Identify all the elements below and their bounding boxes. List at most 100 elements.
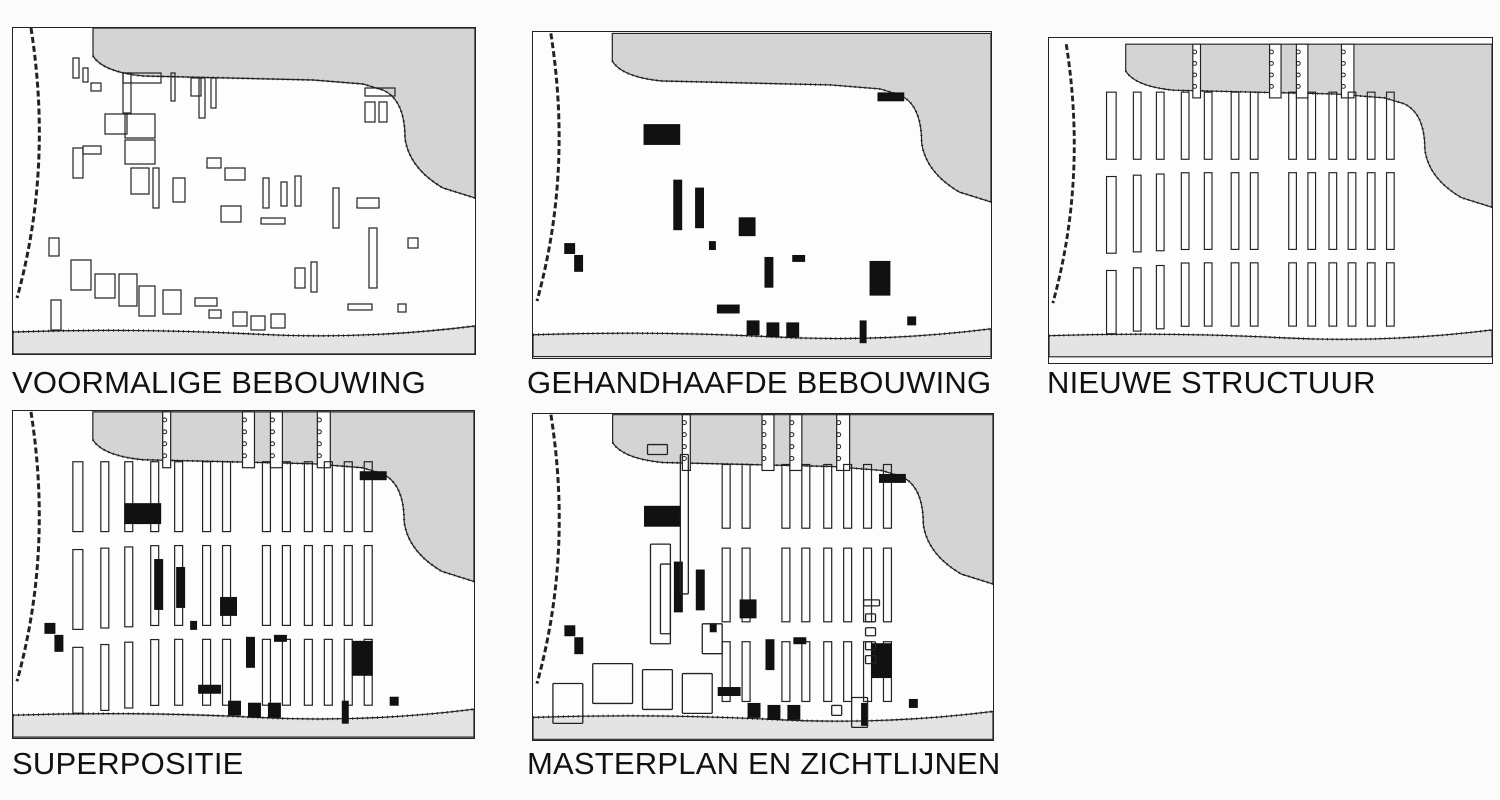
embankment-hatch (13, 324, 475, 338)
retained-building (787, 704, 801, 720)
former-building (262, 177, 270, 209)
grid-block (343, 544, 353, 626)
retained-building (765, 639, 775, 671)
caption-gehandhaafde: GEHANDHAAFDE BEBOUWING (527, 365, 992, 400)
grid-block (741, 641, 751, 703)
grid-block (261, 461, 272, 533)
retained-building (871, 643, 892, 679)
grid-block (1288, 172, 1297, 250)
grid-block (1385, 262, 1395, 327)
former-building (162, 289, 182, 315)
grid-block (843, 641, 853, 703)
caption-masterplan: MASTERPLAN EN ZICHTLIJNEN (527, 746, 1001, 781)
grid-block (781, 463, 791, 529)
mooring-post (269, 417, 275, 423)
mooring-post (1192, 49, 1198, 55)
grid-block (741, 547, 751, 623)
grid-block (281, 544, 291, 626)
masterplan-building (831, 704, 843, 717)
masterplan-building (864, 641, 877, 651)
mooring-post (316, 417, 322, 423)
retained-building (716, 304, 740, 314)
grid-block (1180, 262, 1190, 327)
mooring-post (681, 456, 687, 462)
retained-building (267, 702, 281, 718)
retained-building (574, 637, 584, 655)
grid-block (1132, 91, 1142, 160)
masterplan-building (679, 453, 689, 595)
grid-block (1328, 262, 1338, 327)
retained-building (764, 256, 774, 288)
grid-block (303, 638, 313, 706)
retained-building (247, 702, 261, 718)
grid-block (1132, 174, 1142, 253)
grid-block (1249, 91, 1259, 160)
mooring-post (1340, 72, 1346, 78)
former-building (378, 101, 388, 123)
former-building (82, 67, 89, 83)
map-nieuwe (1049, 43, 1492, 358)
railway-line (15, 28, 41, 299)
retained-building (767, 704, 781, 720)
mooring-post (681, 444, 687, 450)
mooring-post (1340, 49, 1346, 55)
former-building (72, 57, 80, 79)
canal-3 (1340, 43, 1355, 99)
retained-building (708, 241, 716, 251)
former-building (152, 167, 160, 209)
grid-block (100, 461, 110, 533)
retained-building (44, 622, 56, 634)
former-building (364, 101, 376, 123)
grid-block (1307, 262, 1317, 327)
mooring-post (162, 441, 168, 447)
masterplan-building (646, 443, 669, 456)
grid-block (1155, 173, 1165, 252)
grid-block (1230, 172, 1240, 250)
grid-block (1366, 91, 1376, 160)
grid-block (303, 461, 313, 533)
water-area (611, 32, 991, 203)
mooring-post (269, 441, 275, 447)
grid-block (1155, 264, 1165, 330)
mooring-post (316, 429, 322, 435)
grid-block (1249, 172, 1259, 250)
grid-block (882, 547, 893, 623)
mooring-post (1340, 83, 1346, 89)
masterplan-building (864, 655, 877, 665)
former-building (206, 157, 222, 169)
retained-building (793, 637, 807, 645)
grid-block (801, 547, 811, 623)
retained-building (717, 687, 741, 696)
mooring-post (761, 456, 767, 462)
canal-3 (836, 414, 851, 472)
former-building (72, 147, 84, 179)
mooring-post (1295, 83, 1301, 89)
former-building (356, 197, 380, 209)
masterplan-building (659, 563, 672, 635)
canal-2 (789, 414, 803, 472)
grid-block (174, 638, 184, 706)
grid-block (862, 547, 873, 623)
former-building (194, 297, 218, 307)
retained-building (673, 561, 683, 613)
grid-block (823, 463, 833, 529)
mooring-post (1269, 83, 1274, 89)
former-building (208, 309, 222, 319)
masterplan-building (681, 672, 713, 715)
retained-building (220, 596, 238, 616)
mooring-post (761, 420, 767, 426)
former-building (250, 315, 266, 331)
grid-block (201, 544, 212, 626)
retained-building (709, 623, 717, 633)
map-panel-voormalige (12, 27, 476, 355)
retained-building (359, 471, 387, 481)
retained-building (643, 124, 681, 145)
masterplan-building (552, 682, 584, 725)
mooring-post (269, 453, 275, 459)
grid-block (1385, 172, 1395, 250)
former-building (270, 313, 286, 329)
mooring-post (162, 417, 168, 423)
grid-block (1347, 172, 1357, 250)
grid-block (201, 638, 212, 706)
grid-block (1385, 91, 1395, 160)
